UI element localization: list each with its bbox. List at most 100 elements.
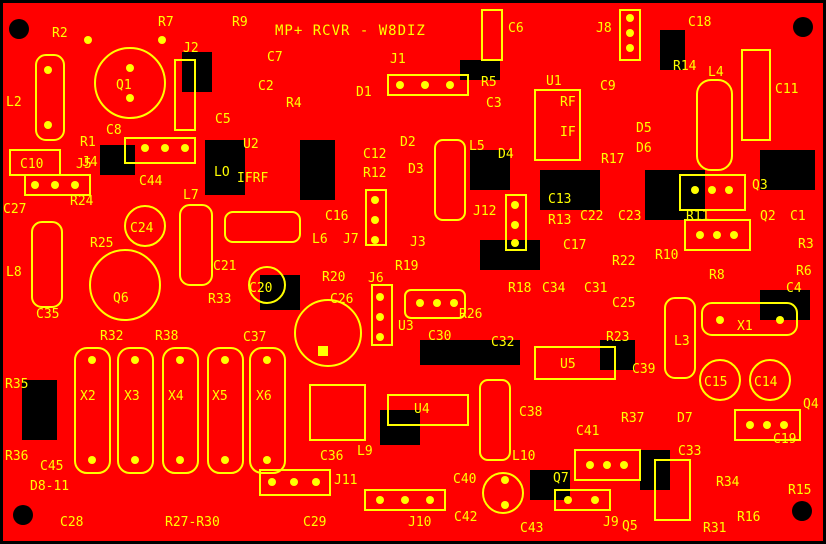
- label-c2: C2: [258, 79, 274, 94]
- label-d2: D2: [400, 135, 416, 150]
- mounting-holes: [9, 17, 813, 525]
- label-d4: D4: [498, 147, 514, 162]
- label-j9: J9: [603, 515, 619, 530]
- label-j6: J6: [368, 271, 384, 286]
- label-r38: R38: [155, 329, 178, 344]
- label-c29: C29: [303, 515, 326, 530]
- label-r15: R15: [788, 483, 811, 498]
- label-c12: C12: [363, 147, 386, 162]
- label-r3: R3: [798, 237, 814, 252]
- label-c39: C39: [632, 362, 655, 377]
- label-c17: C17: [563, 238, 586, 253]
- label-q5: Q5: [622, 519, 638, 534]
- label-j2: J2: [183, 41, 199, 56]
- label-r20: R20: [322, 270, 345, 285]
- label-r24: R24: [70, 194, 94, 209]
- label-c38: C38: [519, 405, 542, 420]
- label-c43: C43: [520, 521, 543, 536]
- silkscreen-outlines: [9, 9, 801, 521]
- label-q2: Q2: [760, 209, 776, 224]
- label-x1: X1: [737, 319, 753, 334]
- label-c45: C45: [40, 459, 63, 474]
- label-r8: R8: [709, 268, 725, 283]
- label-l9: L9: [357, 444, 373, 459]
- label-c19: C19: [773, 432, 796, 447]
- label-c21: C21: [213, 259, 236, 274]
- label-u1: U1: [546, 74, 562, 89]
- label-q1: Q1: [116, 78, 132, 93]
- label-c16: C16: [325, 209, 348, 224]
- label-c5: C5: [215, 112, 231, 127]
- label-c22: C22: [580, 209, 603, 224]
- label-c11: C11: [775, 82, 798, 97]
- label-c36: C36: [320, 449, 343, 464]
- label-r6: R6: [796, 264, 812, 279]
- label-x3: X3: [124, 389, 140, 404]
- label-if: IF: [560, 125, 576, 140]
- label-c9: C9: [600, 79, 616, 94]
- label-q3: Q3: [752, 178, 768, 193]
- label-r22: R22: [612, 254, 635, 269]
- component-labels: R2 R7 R9 MP+ RCVR - W8DIZ C6 J8 C18 J2 C…: [3, 15, 819, 536]
- label-r13: R13: [548, 213, 571, 228]
- label-r26: R26: [459, 307, 482, 322]
- label-r34: R34: [716, 475, 740, 490]
- label-x6: X6: [256, 389, 272, 404]
- label-c3: C3: [486, 96, 502, 111]
- label-c1: C1: [790, 209, 806, 224]
- label-c24: C24: [130, 221, 154, 236]
- label-r12: R12: [363, 166, 386, 181]
- board-title: MP+ RCVR - W8DIZ: [275, 23, 426, 39]
- label-c35: C35: [36, 307, 59, 322]
- label-r2: R2: [52, 26, 68, 41]
- label-c20: C20: [249, 281, 272, 296]
- label-c27: C27: [3, 202, 26, 217]
- label-c7: C7: [267, 50, 283, 65]
- label-j8: J8: [596, 21, 612, 36]
- label-r17: R17: [601, 152, 624, 167]
- label-l6: L6: [312, 232, 328, 247]
- label-l3: L3: [674, 334, 690, 349]
- label-c33: C33: [678, 444, 701, 459]
- label-d5: D5: [636, 121, 652, 136]
- label-ifrf: IFRF: [237, 171, 268, 186]
- label-u3: U3: [398, 319, 414, 334]
- label-c26: C26: [330, 292, 353, 307]
- label-r25: R25: [90, 236, 113, 251]
- label-c18: C18: [688, 15, 711, 30]
- label-c8: C8: [106, 123, 122, 138]
- label-l4: L4: [708, 65, 724, 80]
- label-x2: X2: [80, 389, 96, 404]
- label-r10: R10: [655, 248, 678, 263]
- label-u2: U2: [243, 137, 259, 152]
- label-c6: C6: [508, 21, 524, 36]
- label-d7: D7: [677, 411, 693, 426]
- label-r33: R33: [208, 292, 231, 307]
- label-q6: Q6: [113, 291, 129, 306]
- label-r36: R36: [5, 449, 28, 464]
- label-j4: J4: [82, 155, 98, 170]
- label-q4: Q4: [803, 397, 819, 412]
- label-l10: L10: [512, 449, 535, 464]
- label-r9: R9: [232, 15, 248, 30]
- label-c14: C14: [754, 375, 778, 390]
- label-u4: U4: [414, 402, 430, 417]
- label-l7: L7: [183, 188, 199, 203]
- label-x4: X4: [168, 389, 184, 404]
- label-r19: R19: [395, 259, 418, 274]
- label-l2: L2: [6, 95, 22, 110]
- label-c37: C37: [243, 330, 266, 345]
- label-r7: R7: [158, 15, 174, 30]
- label-j3: J3: [410, 235, 426, 250]
- label-r1: R1: [80, 135, 96, 150]
- label-r5: R5: [481, 75, 497, 90]
- label-c32: C32: [491, 335, 514, 350]
- label-d6: D6: [636, 141, 652, 156]
- label-c23: C23: [618, 209, 641, 224]
- label-r11: R11: [686, 209, 709, 224]
- label-j12: J12: [473, 204, 496, 219]
- label-d8-11: D8-11: [30, 479, 69, 494]
- label-j7: J7: [343, 232, 359, 247]
- label-j1: J1: [390, 52, 406, 67]
